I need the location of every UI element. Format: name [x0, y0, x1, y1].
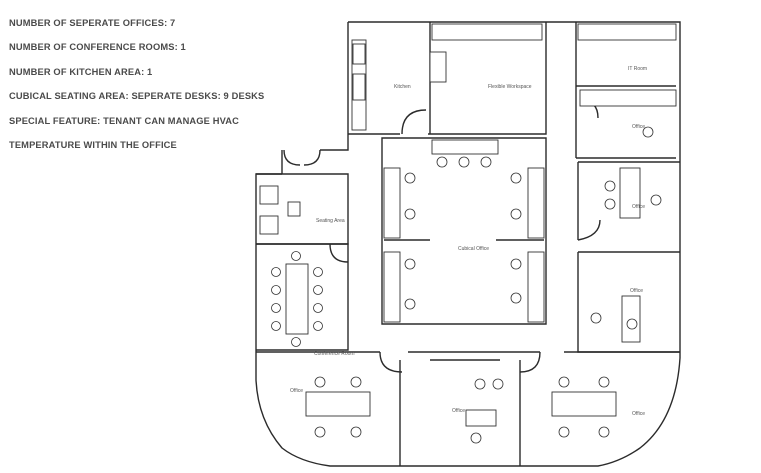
- spec-offices: NUMBER OF SEPERATE OFFICES: 7: [9, 18, 176, 28]
- chair: [313, 303, 323, 313]
- chair: [404, 208, 416, 220]
- chair: [404, 258, 416, 270]
- room-label-conference: Conference Room: [314, 351, 355, 357]
- spec-temperature: TEMPERATURE WITHIN THE OFFICE: [9, 139, 177, 150]
- room-labels: Kitchen Flexible Workspace IT Room Offic…: [290, 66, 647, 417]
- chair: [510, 258, 522, 270]
- office-desk: [619, 167, 641, 219]
- room-label-flexible: Flexible Workspace: [488, 84, 532, 90]
- chair: [590, 312, 602, 324]
- flex-desk-row: [431, 23, 543, 41]
- chair: [271, 321, 281, 331]
- chair: [510, 208, 522, 220]
- stove: [352, 43, 366, 65]
- chair: [604, 198, 616, 210]
- chair: [313, 267, 323, 277]
- cubicle-desk-right: [527, 167, 545, 239]
- chair: [291, 337, 301, 347]
- room-label-office-a: Office: [632, 124, 645, 130]
- office-desk-small: [465, 409, 497, 427]
- chair: [510, 172, 522, 184]
- chair: [350, 426, 362, 438]
- chair: [350, 376, 362, 388]
- chair: [271, 285, 281, 295]
- chair: [642, 126, 654, 138]
- chair: [510, 292, 522, 304]
- room-label-cubical: Cubical Office: [458, 246, 489, 252]
- room-label-office-b: Office: [632, 204, 645, 210]
- cubicle-desk-left-2: [383, 251, 401, 323]
- chair: [314, 426, 326, 438]
- specs-list: NUMBER OF SEPERATE OFFICES: 7 NUMBER OF …: [9, 17, 264, 163]
- chair: [474, 378, 486, 390]
- room-label-it: IT Room: [628, 66, 647, 72]
- chair: [604, 180, 616, 192]
- chair: [313, 321, 323, 331]
- office-desk-cluster: [551, 391, 617, 417]
- cubicle-desk-right-2: [527, 251, 545, 323]
- room-label-office-e: Office: [452, 408, 465, 414]
- spec-feature: SPECIAL FEATURE: TENANT CAN MANAGE HVAC: [9, 115, 240, 126]
- spec-cubical: CUBICAL SEATING AREA: SEPERATE DESKS: 9 …: [9, 91, 265, 102]
- chair: [314, 376, 326, 388]
- chair: [271, 303, 281, 313]
- room-label-office-f: Office: [632, 411, 645, 417]
- chair: [598, 426, 610, 438]
- side-table: [287, 201, 301, 217]
- chair: [404, 172, 416, 184]
- furniture: [259, 23, 677, 427]
- cubicle-desk-top: [431, 139, 499, 155]
- chair: [650, 194, 662, 206]
- cubicle-desk-left: [383, 167, 401, 239]
- chair: [558, 426, 570, 438]
- chair: [598, 376, 610, 388]
- room-label-office-c: Office: [630, 288, 643, 294]
- chair: [626, 318, 638, 330]
- chair: [458, 156, 470, 168]
- chair: [558, 376, 570, 388]
- spec-conference: NUMBER OF CONFERENCE ROOMS: 1: [9, 42, 186, 53]
- chair: [313, 285, 323, 295]
- flex-cabinet: [429, 51, 447, 83]
- chair: [470, 432, 482, 444]
- spec-kitchen: NUMBER OF KITCHEN AREA: 1: [9, 66, 153, 77]
- chair: [291, 251, 301, 261]
- it-desk-row: [579, 89, 677, 107]
- room-label-seating: Seating Area: [316, 218, 345, 224]
- chair: [480, 156, 492, 168]
- sink: [352, 73, 366, 101]
- armchair: [259, 185, 279, 205]
- chair: [271, 267, 281, 277]
- flex-desk-row-2: [577, 23, 677, 41]
- chair: [436, 156, 448, 168]
- chairs: [271, 126, 662, 444]
- room-label-office-d: Office: [290, 388, 303, 394]
- armchair: [259, 215, 279, 235]
- chair: [404, 298, 416, 310]
- conference-table: [285, 263, 309, 335]
- chair: [492, 378, 504, 390]
- office-desk-cluster: [305, 391, 371, 417]
- room-label-kitchen: Kitchen: [394, 84, 411, 90]
